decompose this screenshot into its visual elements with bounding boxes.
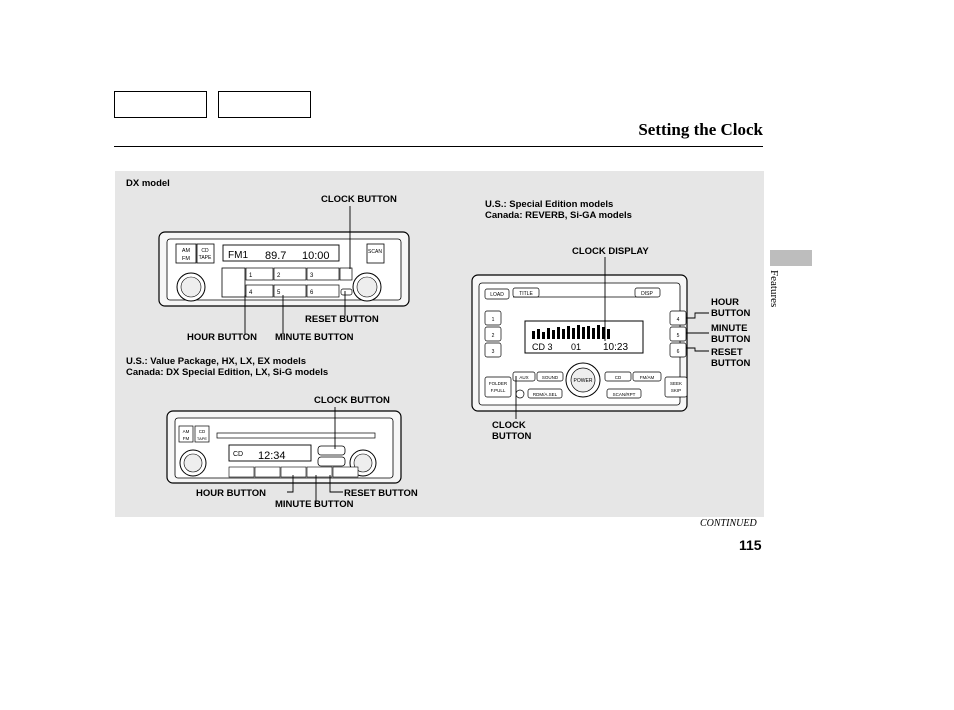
special-rdm-label: RDM/A.SEL <box>533 392 558 397</box>
models-heading-special-1: U.S.: Special Edition models <box>485 199 614 210</box>
dx-preset-4: 4 <box>249 290 253 296</box>
nav-box-1[interactable] <box>114 91 207 118</box>
special-leader-lines <box>515 257 709 419</box>
special-display-track: 01 <box>571 342 581 352</box>
reset-button-label-special: RESET BUTTON <box>711 347 751 369</box>
dx-model-label: DX model <box>126 178 170 189</box>
dx-scan-label: SCAN <box>368 249 382 255</box>
page-number: 115 <box>739 537 762 553</box>
special-display-time: 10:23 <box>603 342 628 353</box>
value-display-time: 12:34 <box>258 450 286 462</box>
continued-label: CONTINUED <box>700 518 757 529</box>
special-preset-6: 6 <box>677 349 680 355</box>
hour-button-label-dx: HOUR BUTTON <box>187 332 258 343</box>
minute-button-label-dx: MINUTE BUTTON <box>275 332 354 343</box>
dx-cd-label: CD <box>201 248 209 254</box>
reset-button-label-dx: RESET BUTTON <box>305 314 379 325</box>
figure-panel: DX model CLOCK BUTTON RESET BUTTON HOUR … <box>115 171 764 517</box>
dx-am-label: AM <box>182 248 191 254</box>
value-am-label: AM <box>183 429 190 434</box>
value-leader-lines <box>287 407 343 503</box>
special-disp-label: DISP <box>641 291 653 297</box>
special-preset-5: 5 <box>677 333 680 339</box>
special-display-src: CD 3 <box>532 342 553 352</box>
special-title-label: TITLE <box>519 291 533 297</box>
dx-preset-1: 1 <box>249 273 253 279</box>
dx-display-freq: 89.7 <box>265 250 286 262</box>
radio-dx: AM FM CD TAPE FM1 89.7 10:00 SCAN 1 2 3 … <box>158 231 410 307</box>
special-sound-label: SOUND <box>542 375 559 380</box>
dx-display-band: FM1 <box>228 250 248 261</box>
value-tape-label: TAPE <box>197 436 207 441</box>
value-cd-label: CD <box>199 429 206 434</box>
special-power-label: POWER <box>574 378 593 384</box>
minute-button-label-value: MINUTE BUTTON <box>275 499 354 510</box>
value-fm-label: FM <box>183 436 190 441</box>
dx-display-time: 10:00 <box>302 250 330 262</box>
special-preset-3: 3 <box>492 349 495 355</box>
dx-preset-2: 2 <box>277 273 281 279</box>
special-scan-label: SCAN/RPT <box>613 392 636 397</box>
dx-leader-lines <box>244 206 351 334</box>
dx-tape-label: TAPE <box>199 255 212 261</box>
special-load-label: LOAD <box>490 292 504 298</box>
special-preset-1: 1 <box>492 317 495 323</box>
dx-preset-3: 3 <box>310 273 314 279</box>
special-fmam-label: FM/AM <box>640 375 655 380</box>
models-heading-value-2: Canada: DX Special Edition, LX, Si-G mod… <box>126 367 329 378</box>
nav-box-2[interactable] <box>218 91 311 118</box>
section-label: Features <box>768 270 780 308</box>
section-tab[interactable] <box>770 250 812 266</box>
minute-button-label-special: MINUTE BUTTON <box>711 323 751 345</box>
models-heading-value-1: U.S.: Value Package, HX, LX, EX models <box>126 356 307 367</box>
clock-button-label-special: CLOCK BUTTON <box>492 420 532 442</box>
dx-preset-6: 6 <box>310 290 314 296</box>
special-preset-4: 4 <box>677 317 680 323</box>
special-cd-label: CD <box>615 375 622 380</box>
dx-fm-label: FM <box>182 256 190 262</box>
value-display-src: CD <box>233 451 243 458</box>
hour-button-label-special: HOUR BUTTON <box>711 297 751 319</box>
clock-button-label-dx: CLOCK BUTTON <box>321 194 397 205</box>
special-aux-label: AUX <box>519 375 528 380</box>
clock-button-label-value: CLOCK BUTTON <box>314 395 390 406</box>
models-heading-special-2: Canada: REVERB, Si-GA models <box>485 210 632 221</box>
figure-drawings: AM FM CD TAPE FM1 89.7 10:00 SCAN 1 2 3 … <box>158 206 709 503</box>
radio-special: LOAD TITLE DISP CD 3 01 10:23 <box>471 274 688 412</box>
reset-button-label-value: RESET BUTTON <box>344 488 418 499</box>
header-rule <box>114 146 763 147</box>
hour-button-label-value: HOUR BUTTON <box>196 488 267 499</box>
special-preset-2: 2 <box>492 333 495 339</box>
special-folder-label: FOLDER <box>489 381 508 386</box>
clock-display-label: CLOCK DISPLAY <box>572 246 649 257</box>
special-seek-label: SEEK <box>670 381 682 386</box>
dx-preset-5: 5 <box>277 290 281 296</box>
special-skip-label: SKIP <box>671 388 681 393</box>
radio-value: AM FM CD TAPE CD 12:34 <box>166 410 402 484</box>
page-title: Setting the Clock <box>638 120 763 139</box>
special-fpull-label: F.PULL <box>491 388 506 393</box>
